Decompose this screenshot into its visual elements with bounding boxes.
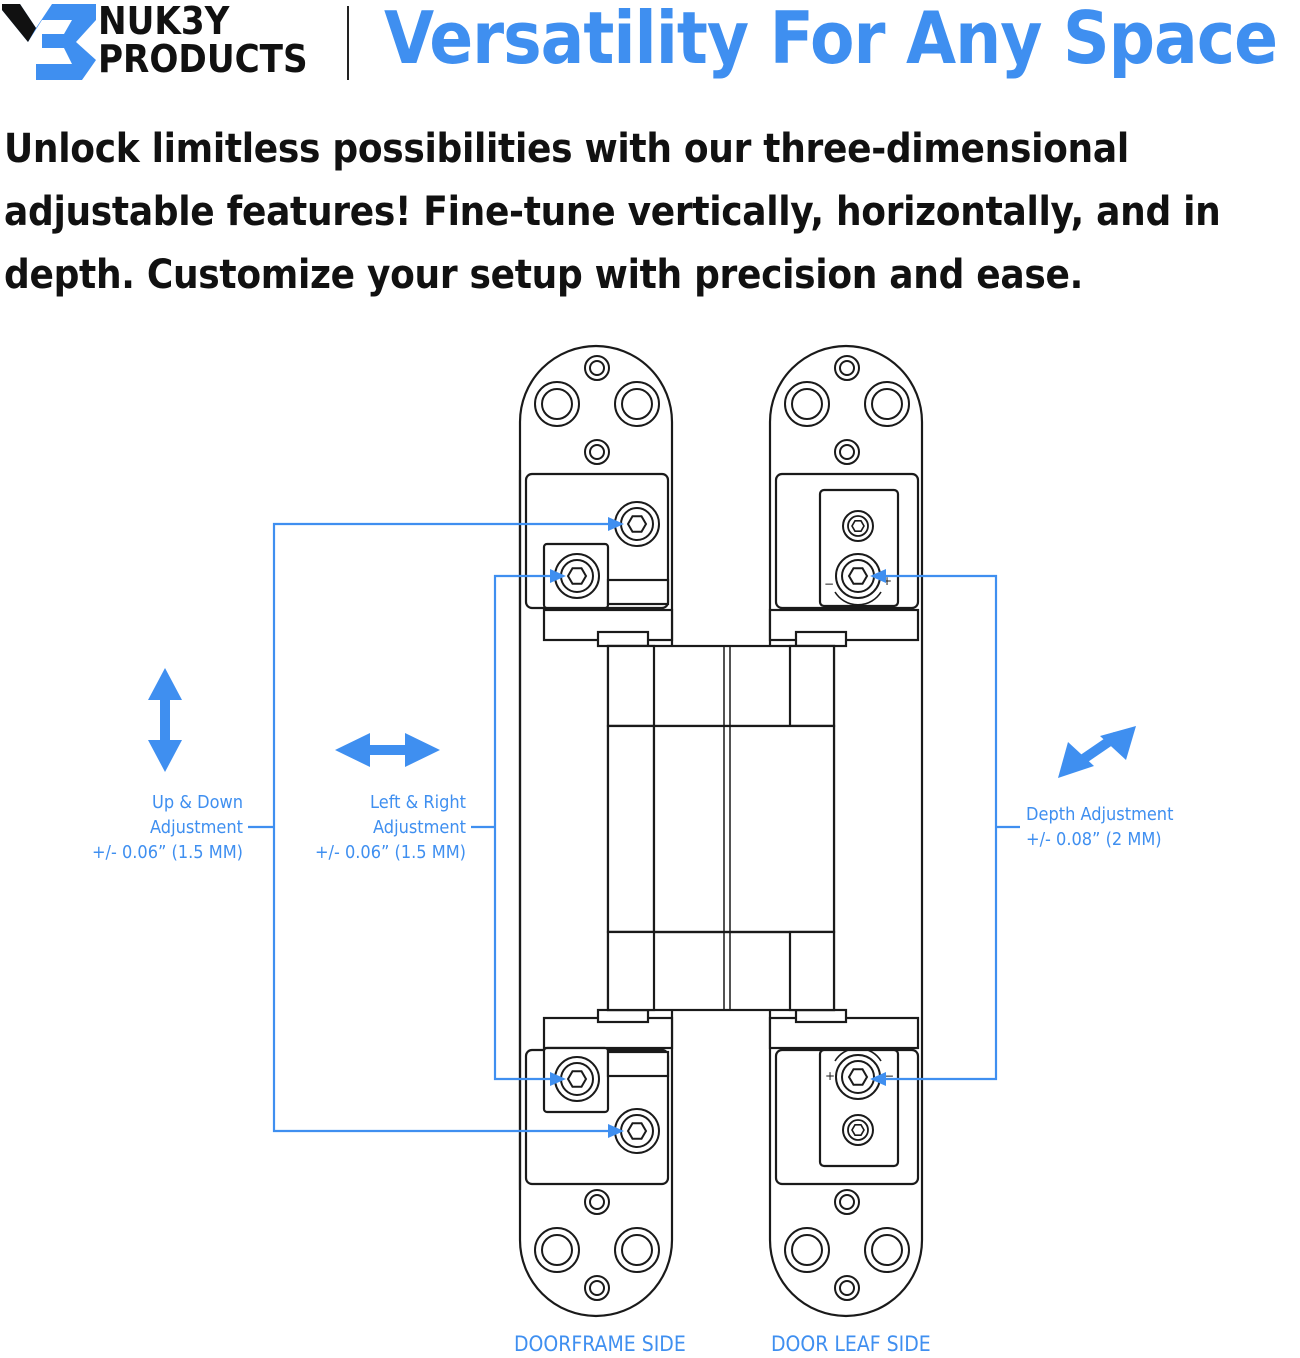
depth-label: Depth Adjustment +/- 0.08” (2 MM) <box>1026 802 1173 852</box>
up-down-label: Up & Down Adjustment +/- 0.06” (1.5 MM) <box>60 790 243 865</box>
svg-text:−: − <box>884 1069 894 1083</box>
left-right-subtitle: Adjustment <box>373 817 466 838</box>
page-title: Versatility For Any Space <box>384 0 1278 80</box>
up-down-subtitle: Adjustment <box>150 817 243 838</box>
brand-name: NUK3Y PRODUCTS <box>98 2 308 78</box>
brand-logo <box>2 4 96 80</box>
brand-line-2: PRODUCTS <box>98 37 308 81</box>
leader-lines <box>248 522 1020 1133</box>
leader-arrowheads <box>550 517 886 1138</box>
up-down-range: +/- 0.06” (1.5 MM) <box>91 842 243 863</box>
svg-text:+: + <box>825 1069 835 1083</box>
left-right-title: Left & Right <box>370 792 466 813</box>
left-right-range: +/- 0.06” (1.5 MM) <box>314 842 466 863</box>
left-right-label: Left & Right Adjustment +/- 0.06” (1.5 M… <box>282 790 466 865</box>
up-down-title: Up & Down <box>152 792 243 813</box>
depth-title: Depth Adjustment <box>1026 804 1174 825</box>
header-divider <box>347 6 349 80</box>
svg-text:−: − <box>824 577 834 591</box>
door-leaf-side-label: DOOR LEAF SIDE <box>771 1332 931 1356</box>
svg-text:+: + <box>882 574 892 588</box>
depth-range: +/- 0.08” (2 MM) <box>1026 829 1162 850</box>
depth-arrow-icon <box>1058 726 1136 778</box>
header: NUK3Y PRODUCTS Versatility For Any Space <box>0 0 1300 100</box>
up-down-arrow-icon <box>148 668 182 772</box>
brand-line-1: NUK3Y <box>98 0 230 43</box>
depth-rotation-marks: − + + − <box>824 574 894 1083</box>
left-right-arrow-icon <box>335 733 440 767</box>
hinge-body <box>606 644 836 1012</box>
doorframe-side-label: DOORFRAME SIDE <box>514 1332 686 1356</box>
intro-text: Unlock limitless possibilities with our … <box>4 126 1221 298</box>
